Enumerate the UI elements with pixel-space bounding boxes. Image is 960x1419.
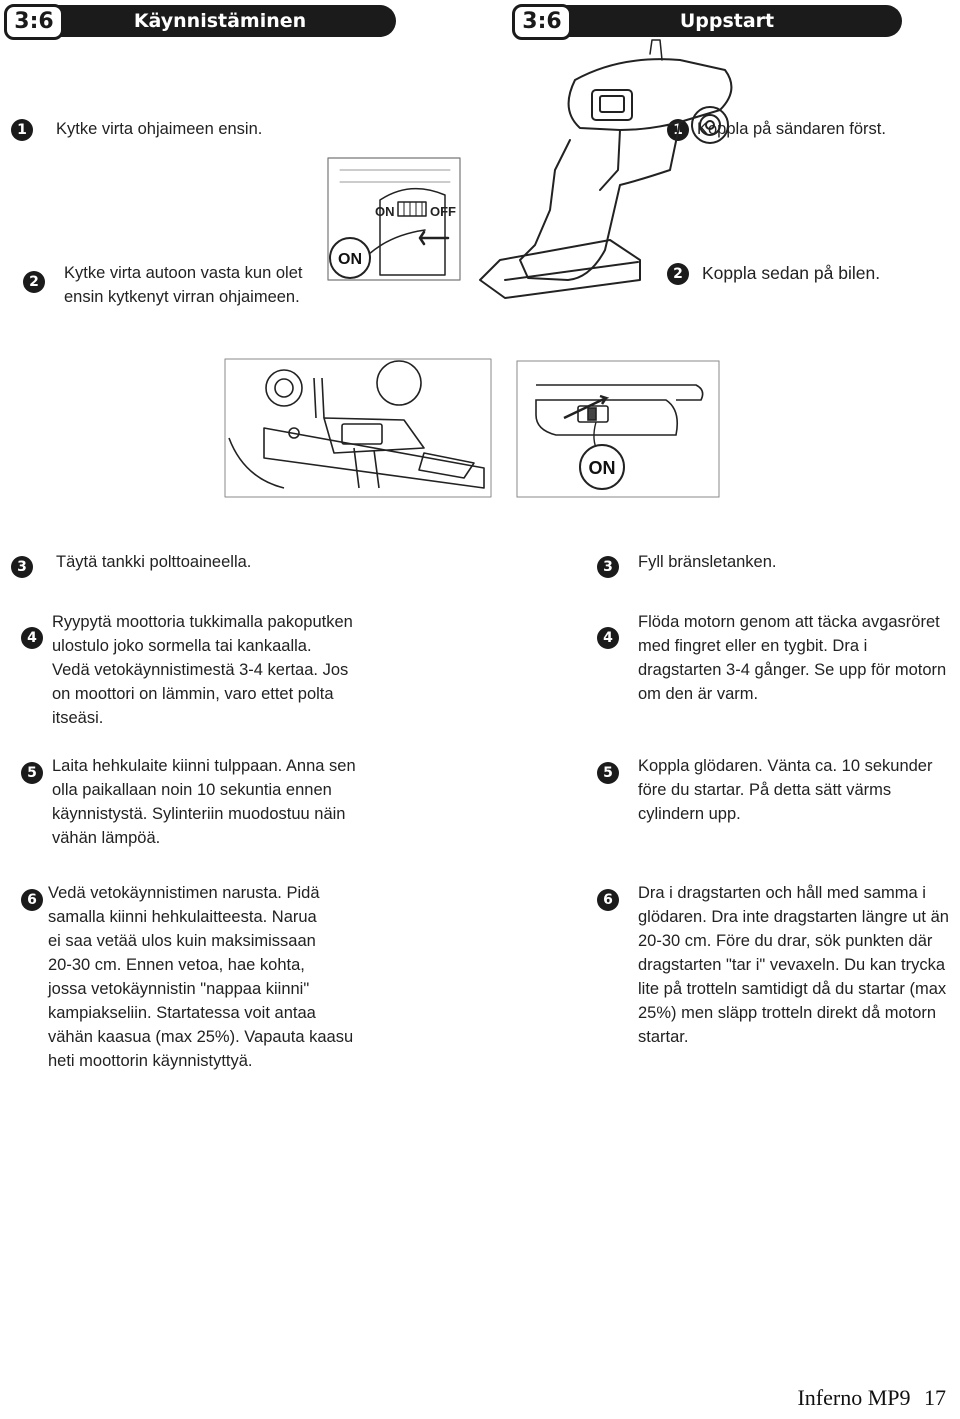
switch-off-label: OFF — [430, 204, 456, 219]
step-text-sv-6: Dra i dragstarten och håll med samma i g… — [638, 884, 949, 1046]
step-number-fi-4: 4 — [21, 627, 43, 649]
receiver-switch-illustration: ON — [516, 360, 720, 498]
switch-on-label: ON — [375, 204, 395, 219]
car-chassis-illustration — [224, 358, 492, 498]
footer-model-name: Inferno MP9 — [797, 1385, 911, 1410]
step-text-fi-3: Täytä tankki polttoaineella. — [56, 553, 252, 571]
footer-page-number: 17 — [924, 1385, 946, 1410]
step-text-sv-3: Fyll bränsletanken. — [638, 553, 777, 571]
step-text-fi-5: Laita hehkulaite kiinni tulppaan. Anna s… — [52, 757, 356, 847]
header-sv-section-tag: 3:6 — [512, 4, 572, 40]
step-text-sv-5: Koppla glödaren. Vänta ca. 10 sekunder f… — [638, 757, 933, 823]
transmitter-illustration: ON OFF ON — [327, 39, 733, 299]
step-number-fi-5: 5 — [21, 762, 43, 784]
step-number-sv-4: 4 — [597, 627, 619, 649]
step-number-fi-6: 6 — [21, 889, 43, 911]
step-number-fi-2: 2 — [23, 271, 45, 293]
page-footer: Inferno MP9 17 — [797, 1385, 946, 1411]
step-text-fi-4: Ryypytä moottoria tukkimalla pakoputken … — [52, 613, 353, 727]
step-text-sv-1: Koppla på sändaren först. — [697, 120, 886, 138]
step-text-fi-2: Kytke virta autoon vasta kun olet ensin … — [64, 264, 303, 306]
step-number-sv-3: 3 — [597, 556, 619, 578]
step-text-sv-4: Flöda motorn genom att täcka avgasröret … — [638, 613, 947, 703]
header-sv-title: Uppstart — [552, 5, 902, 37]
step-text-fi-1: Kytke virta ohjaimeen ensin. — [56, 120, 263, 138]
step-number-sv-6: 6 — [597, 889, 619, 911]
step-text-fi-6: Vedä vetokäynnistimen narusta. Pidä sama… — [48, 884, 354, 1070]
step-number-sv-2: 2 — [667, 263, 689, 285]
car-on-callout: ON — [589, 458, 616, 478]
step-number-sv-5: 5 — [597, 762, 619, 784]
header-sv: Uppstart 3:6 — [512, 4, 902, 40]
step-text-sv-2: Koppla sedan på bilen. — [702, 263, 881, 283]
header-fi: Käynnistäminen 3:6 — [4, 4, 396, 40]
transmitter-on-callout: ON — [338, 251, 362, 268]
header-fi-section-tag: 3:6 — [4, 4, 64, 40]
step-number-fi-3: 3 — [11, 556, 33, 578]
header-fi-title: Käynnistäminen — [44, 5, 396, 37]
step-number-fi-1: 1 — [11, 119, 33, 141]
